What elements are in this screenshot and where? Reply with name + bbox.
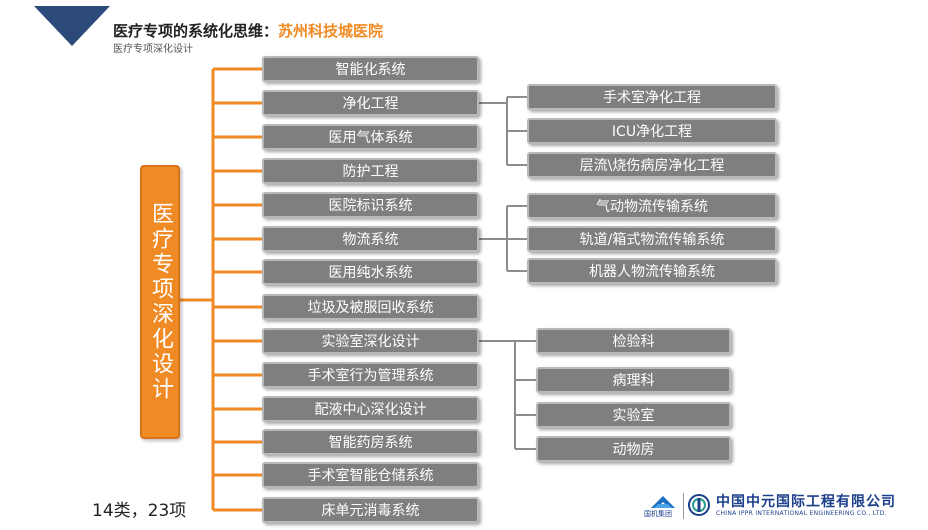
purification-subitem: 层流\烧伤病房净化工程	[527, 152, 777, 178]
lab-subitem: 实验室	[536, 402, 731, 428]
logistics-subitem: 轨道/箱式物流传输系统	[527, 226, 777, 252]
company-name-en: CHINA IPPR INTERNATIONAL ENGINEERING CO.…	[716, 510, 887, 517]
ippr-logo-icon	[688, 494, 710, 516]
lab-subitem: 检验科	[536, 328, 731, 354]
category-box: 净化工程	[262, 90, 479, 116]
group-name: 国机集团	[644, 510, 672, 518]
category-box: 医用气体系统	[262, 124, 479, 150]
purification-subitem: 手术室净化工程	[527, 84, 777, 110]
page-subtitle: 医疗专项深化设计	[113, 44, 193, 55]
category-box: 手术室智能仓储系统	[262, 462, 479, 488]
purification-subitem: ICU净化工程	[527, 118, 777, 144]
page-title: 医疗专项的系统化思维：苏州科技城医院	[113, 20, 383, 41]
category-box: 智能药房系统	[262, 429, 479, 455]
category-box: 手术室行为管理系统	[262, 362, 479, 388]
logistics-subitem: 气动物流传输系统	[527, 193, 777, 219]
root-node: 医疗专项深化设计	[140, 165, 180, 439]
category-box: 医院标识系统	[262, 192, 479, 218]
logistics-subitem: 机器人物流传输系统	[527, 258, 777, 284]
category-box: 实验室深化设计	[262, 328, 479, 354]
corner-triangle-decoration	[34, 6, 110, 46]
category-box: 物流系统	[262, 226, 479, 252]
category-box: 防护工程	[262, 158, 479, 184]
category-box: 智能化系统	[262, 56, 479, 82]
count-label: 14类，23项	[92, 501, 187, 521]
title-text: 医疗专项的系统化思维：	[113, 22, 279, 40]
logo-divider	[683, 493, 684, 519]
root-label: 医疗专项深化设计	[148, 202, 173, 402]
category-box: 垃圾及被服回收系统	[262, 294, 479, 320]
category-box: 床单元消毒系统	[262, 497, 479, 523]
company-name-cn: 中国中元国际工程有限公司	[716, 494, 896, 510]
sinomach-logo-icon	[651, 496, 675, 508]
category-box: 医用纯水系统	[262, 259, 479, 285]
category-box: 配液中心深化设计	[262, 396, 479, 422]
lab-subitem: 动物房	[536, 436, 731, 462]
title-highlight: 苏州科技城医院	[278, 22, 384, 40]
lab-subitem: 病理科	[536, 367, 731, 393]
